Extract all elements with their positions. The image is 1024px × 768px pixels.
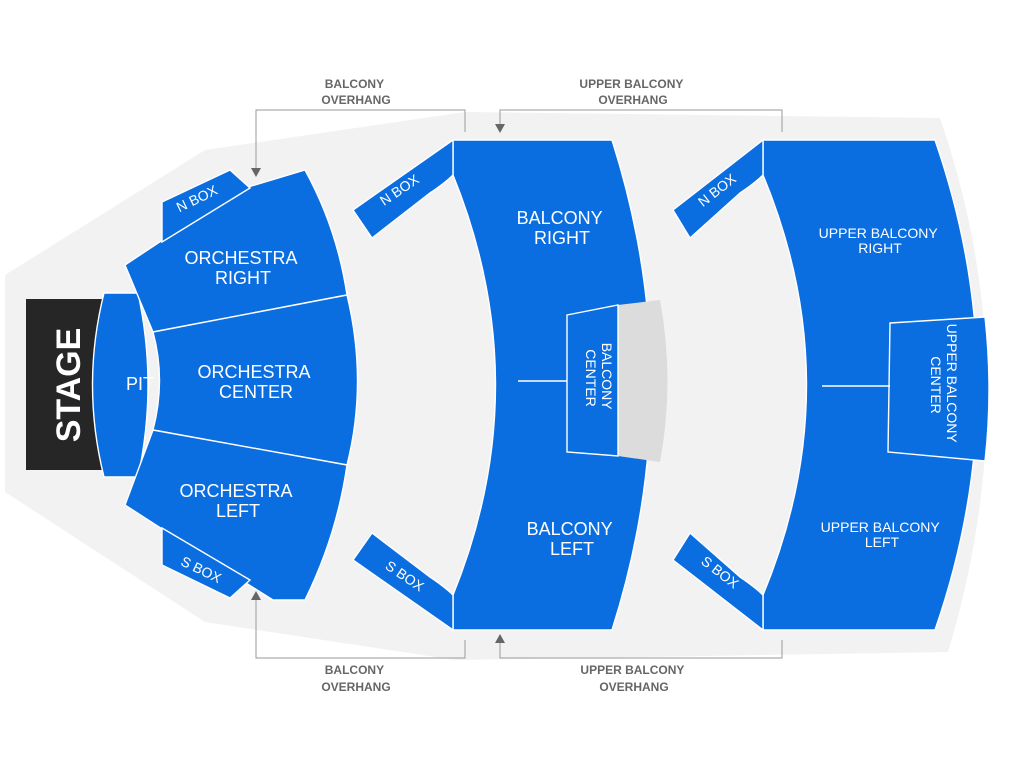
svg-text:UPPER BALCONY OVERHANG: UPPER BALCONY OVERHANG <box>579 77 686 107</box>
section-balcony-center-unavailable <box>618 300 668 462</box>
orchestra-left-line2: LEFT <box>216 501 260 521</box>
callout-upper-balcony-overhang-top-line1: UPPER BALCONY <box>579 77 683 91</box>
orchestra-right-line1: ORCHESTRA <box>184 248 297 268</box>
upper-balcony-left-line1: UPPER BALCONY <box>821 519 941 535</box>
section-balcony-s-box[interactable] <box>352 532 454 632</box>
callout-balcony-overhang-bottom-line1: BALCONY <box>325 663 384 677</box>
pit-label: PIT <box>126 374 154 394</box>
arrow-up-icon <box>251 591 261 600</box>
callout-balcony-overhang-top-line2: OVERHANG <box>321 93 390 107</box>
section-orchestra-n-box[interactable] <box>161 169 252 244</box>
arrow-down-icon <box>495 124 505 133</box>
upper-balcony-left-label: UPPER BALCONY LEFT <box>821 519 944 550</box>
upper-balcony-right-line2: RIGHT <box>858 240 902 256</box>
callout-upper-balcony-overhang-top: UPPER BALCONY OVERHANG <box>495 77 783 133</box>
callout-upper-balcony-overhang-bottom: UPPER BALCONY OVERHANG <box>495 634 783 694</box>
callout-upper-balcony-overhang-bottom-line1: UPPER BALCONY <box>580 663 684 677</box>
orchestra-center-line1: ORCHESTRA <box>197 362 310 382</box>
upper-balcony-center-line2: CENTER <box>928 356 944 414</box>
section-balcony-n-box[interactable] <box>352 138 454 240</box>
orchestra-center-label: ORCHESTRA CENTER <box>197 362 314 402</box>
stage[interactable] <box>26 299 104 470</box>
section-upper-balcony-s-box[interactable] <box>672 531 764 632</box>
section-balcony-center[interactable] <box>566 304 619 457</box>
section-upper-balcony[interactable] <box>762 139 979 631</box>
stage-label: STAGE <box>50 328 88 443</box>
callout-balcony-overhang-top-line1: BALCONY <box>325 77 384 91</box>
balcony-center-label: BALCONY CENTER <box>583 343 615 414</box>
section-upper-balcony-center[interactable] <box>887 316 990 462</box>
upper-balcony-center-line1: UPPER BALCONY <box>944 324 960 444</box>
arrow-up-icon <box>495 634 505 643</box>
balcony-center-line1: BALCONY <box>599 343 615 411</box>
svg-text:BALCONY OVERHANG: BALCONY OVERHANG <box>321 77 390 107</box>
callout-balcony-overhang-bottom: BALCONY OVERHANG <box>251 591 466 694</box>
balcony-right-line2: RIGHT <box>534 228 590 248</box>
balcony-right-line1: BALCONY <box>517 208 603 228</box>
orchestra-right-label: ORCHESTRA RIGHT <box>184 248 301 288</box>
orchestra-left-label: ORCHESTRA LEFT <box>179 481 296 521</box>
balcony-left-label: BALCONY LEFT <box>527 519 618 559</box>
section-balcony[interactable] <box>452 139 652 631</box>
upper-balcony-left-line2: LEFT <box>865 534 900 550</box>
arrow-down-icon <box>251 168 261 177</box>
section-upper-balcony-n-box[interactable] <box>672 138 764 240</box>
section-orchestra-center[interactable] <box>152 294 359 466</box>
upper-balcony-right-label: UPPER BALCONY RIGHT <box>819 225 942 256</box>
callout-upper-balcony-overhang-bottom-line2: OVERHANG <box>599 680 668 694</box>
balcony-right-label: BALCONY RIGHT <box>517 208 608 248</box>
section-orchestra-s-box[interactable] <box>161 526 252 599</box>
orchestra-center-line2: CENTER <box>219 382 293 402</box>
upper-balcony-right-line1: UPPER BALCONY <box>819 225 939 241</box>
orchestra-left-line1: ORCHESTRA <box>179 481 292 501</box>
callout-balcony-overhang-top: BALCONY OVERHANG <box>251 77 466 177</box>
orchestra-right-line2: RIGHT <box>215 268 271 288</box>
callout-balcony-overhang-bottom-line2: OVERHANG <box>321 680 390 694</box>
svg-text:UPPER BALCONY OVERHANG: UPPER BALCONY OVERHANG <box>580 663 687 694</box>
upper-balcony-center-label: UPPER BALCONY CENTER <box>928 324 960 447</box>
balcony-left-line2: LEFT <box>550 539 594 559</box>
balcony-center-line2: CENTER <box>583 349 599 407</box>
callout-upper-balcony-overhang-top-line2: OVERHANG <box>598 93 667 107</box>
svg-text:BALCONY OVERHANG: BALCONY OVERHANG <box>321 663 390 694</box>
section-orchestra-left[interactable] <box>124 429 348 601</box>
balcony-left-line1: BALCONY <box>527 519 613 539</box>
